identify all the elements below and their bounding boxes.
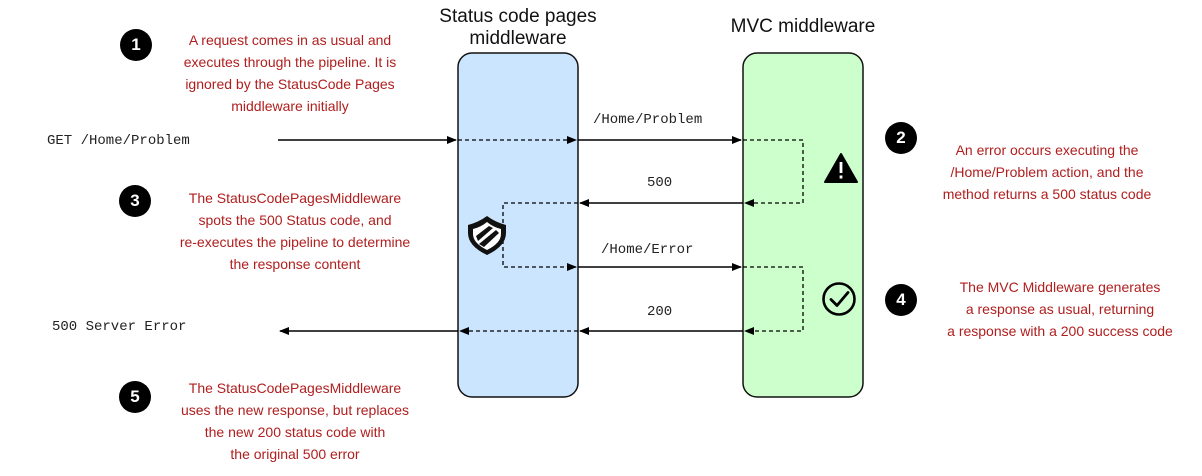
mvc-lane-success-path <box>743 266 804 335</box>
step-1-badge: 1 <box>120 29 152 61</box>
step-3-badge: 3 <box>119 185 151 217</box>
step-4-badge: 4 <box>885 284 917 316</box>
arrow-label-200: 200 <box>647 304 673 320</box>
step-4-note: The MVC Middleware generates a response … <box>947 279 1173 339</box>
arrow-label-error: /Home/Error <box>601 242 694 258</box>
step-5-badge: 5 <box>119 381 151 413</box>
request-label: GET /Home/Problem <box>47 133 190 149</box>
step-3-note: The StatusCodePagesMiddleware spots the … <box>179 190 411 272</box>
arrow-label-500: 500 <box>647 175 673 191</box>
response-label: 500 Server Error <box>52 319 187 335</box>
step-2-note: An error occurs executing the /Home/Prob… <box>942 142 1152 202</box>
arrow-label-problem: /Home/Problem <box>593 112 703 128</box>
step-2-badge: 2 <box>885 122 917 154</box>
mvc-middleware-title: MVC middleware <box>730 16 876 37</box>
status-code-pages-title: Status code pages middleware <box>439 6 597 49</box>
step-1-note: A request comes in as usual and executes… <box>183 32 397 114</box>
check-circle-icon <box>822 282 856 316</box>
step-5-note: The StatusCodePagesMiddleware uses the n… <box>180 380 410 462</box>
warning-icon <box>824 153 858 183</box>
mvc-lane-error-path <box>743 139 804 207</box>
mvc-middleware-lane <box>742 52 864 398</box>
shield-icon <box>468 216 506 255</box>
status-code-pages-lane <box>457 52 579 398</box>
